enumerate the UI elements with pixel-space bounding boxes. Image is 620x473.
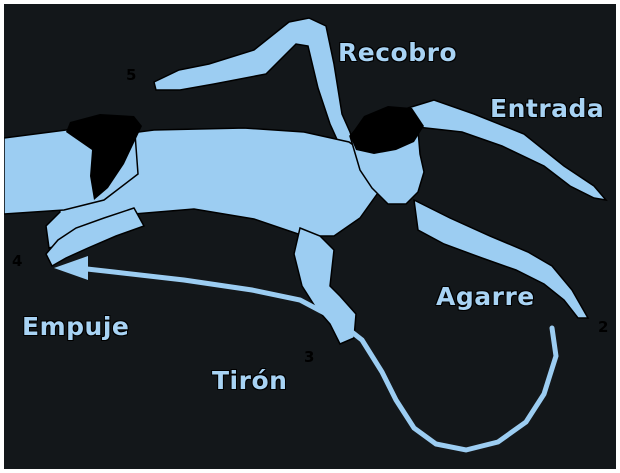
phase-number-4: 4 — [12, 254, 22, 269]
label-recovery: Recobro — [338, 40, 457, 65]
label-catch: Agarre — [436, 284, 535, 309]
label-push: Empuje — [22, 314, 129, 339]
label-entry: Entrada — [490, 96, 604, 121]
phase-number-2: 2 — [598, 320, 608, 335]
diagram-canvas: Recobro Entrada Agarre Tirón Empuje 5 4 … — [4, 4, 616, 469]
diagram-svg — [4, 4, 616, 469]
phase-number-5: 5 — [126, 68, 136, 83]
recovery-arm — [154, 18, 354, 146]
phase-number-3: 3 — [304, 350, 314, 365]
label-pull: Tirón — [212, 368, 287, 393]
